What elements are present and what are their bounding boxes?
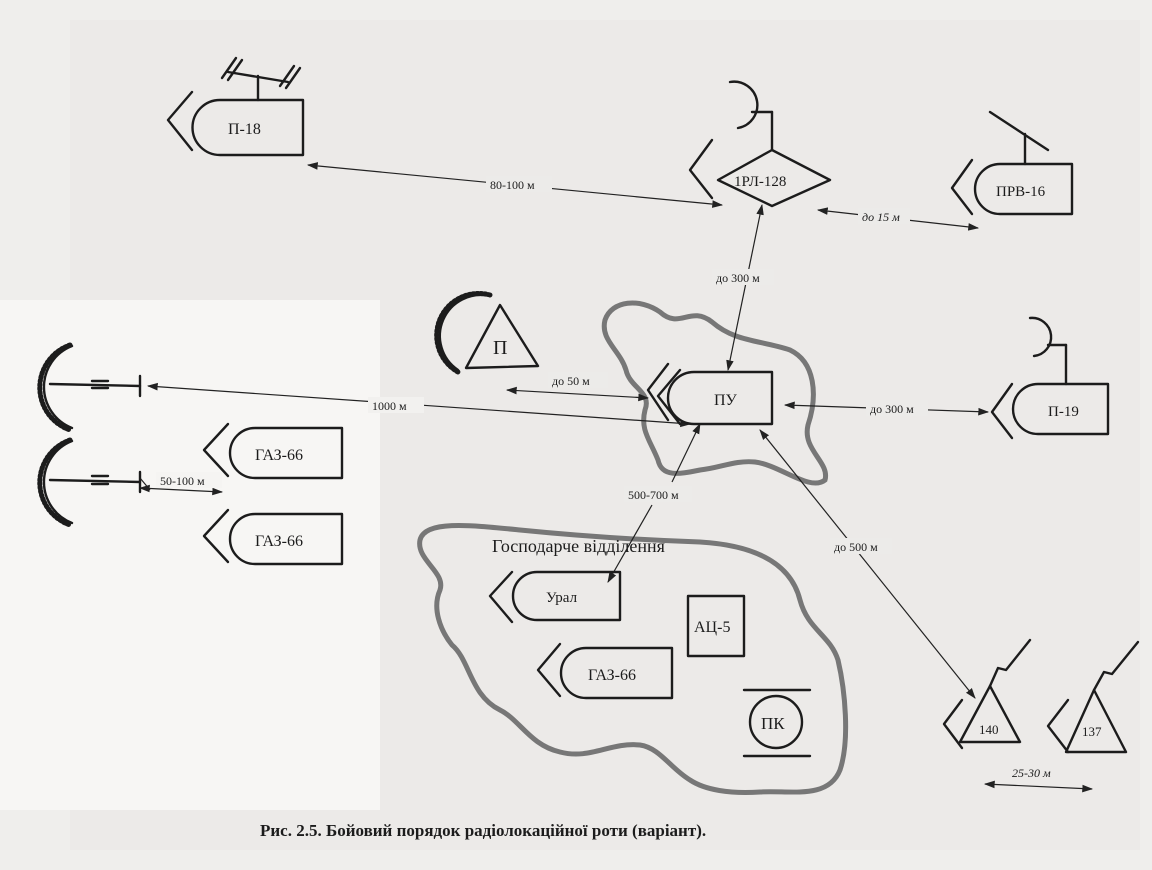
p-post-unit	[434, 290, 540, 375]
arrow-radio-radio	[983, 780, 1094, 793]
prv16-vehicle-body	[973, 162, 1074, 216]
rl128-radar-unit	[688, 80, 832, 208]
distance-rl128-prv16: до 15 м	[862, 210, 900, 224]
prv16-radar-unit	[950, 110, 1074, 216]
household-area-label: Господарче відділення	[492, 536, 665, 556]
distance-pu-p19: до 300 м	[870, 402, 914, 416]
distance-rl128-pu: до 300 м	[716, 271, 760, 285]
radio-140-antenna-icon	[988, 638, 1032, 688]
gaz66-b-vehicle-body	[228, 512, 344, 566]
pk-circle-icon	[748, 694, 804, 750]
ural-direction-chevron	[488, 570, 514, 624]
distance-pu-radio: до 500 м	[834, 540, 878, 554]
prv16-antenna-icon	[988, 110, 1050, 152]
gaz66-b-label: ГАЗ-66	[255, 533, 303, 550]
arrow-pu-base	[671, 423, 701, 483]
radio-137-direction-chevron	[1046, 698, 1070, 754]
arrow-pu-radio	[759, 429, 976, 699]
pk-unit	[742, 688, 812, 758]
gaz66-a-unit	[202, 422, 344, 480]
p18-antenna-yagi-icon	[226, 70, 290, 84]
gaz66-a-label: ГАЗ-66	[255, 447, 303, 464]
rl128-dish-icon	[728, 80, 759, 130]
ural-label: Урал	[546, 590, 578, 606]
left-position-lower	[37, 437, 142, 528]
gaz66-b-direction-chevron	[202, 508, 230, 564]
distance-p18-rl128: 80-100 м	[490, 178, 535, 192]
gaz66-b-unit	[202, 508, 344, 566]
household-area-outline	[417, 523, 849, 795]
gaz66-c-unit	[536, 642, 674, 700]
p-post-triangle	[464, 303, 540, 370]
gaz66-a-vehicle-body	[228, 426, 344, 480]
p18-label: П-18	[228, 121, 261, 138]
p19-vehicle-body	[1011, 382, 1110, 436]
radio-137-unit	[1046, 640, 1140, 754]
distance-radio-radio: 25-30 м	[1012, 766, 1051, 780]
gaz66-c-vehicle-body	[559, 646, 674, 700]
distance-pu-ural: 500-700 м	[628, 488, 679, 502]
p19-dish-icon	[1028, 316, 1053, 358]
radio-137-antenna-icon	[1092, 640, 1140, 692]
ats5-tanker-box	[686, 594, 746, 658]
gaz66-c-label: ГАЗ-66	[588, 667, 636, 684]
arrow-pu-ural	[607, 504, 653, 583]
radio-140-label: 140	[979, 722, 999, 737]
distance-p-pu: до 50 м	[552, 374, 590, 388]
radio-140-triangle	[958, 684, 1022, 744]
prv16-direction-chevron	[950, 158, 974, 216]
p18-vehicle-body	[191, 98, 305, 157]
left-position-lower-arc-icon	[37, 437, 73, 528]
rl128-diamond-body	[716, 148, 832, 208]
radio-140-unit	[942, 638, 1032, 750]
distance-gaz-gaz: 50-100 м	[160, 474, 205, 488]
p19-radar-unit	[990, 316, 1110, 440]
prv16-label: ПРВ-16	[996, 184, 1046, 200]
pu-direction-chevron	[646, 362, 670, 422]
p18-radar-unit	[166, 56, 305, 157]
gaz66-a-direction-chevron	[202, 422, 230, 478]
p-post-arc	[434, 290, 493, 375]
arrow-rl128-pu	[726, 203, 764, 372]
radio-137-label: 137	[1082, 724, 1102, 739]
left-position-upper	[37, 342, 142, 433]
pu-command-unit	[646, 362, 774, 426]
p-post-label: П	[493, 337, 507, 359]
distance-left-pu: 1000 м	[372, 399, 407, 413]
gaz66-c-direction-chevron	[536, 642, 562, 698]
left-position-upper-arc-icon	[37, 342, 73, 433]
radio-140-direction-chevron	[942, 698, 964, 750]
radio-137-triangle	[1064, 688, 1128, 754]
pu-vehicle-body	[666, 370, 774, 426]
rl128-label: 1РЛ-128	[734, 174, 786, 190]
p18-direction-chevron	[166, 90, 194, 152]
p19-direction-chevron	[990, 382, 1014, 440]
ural-unit	[488, 570, 622, 624]
p19-label: П-19	[1048, 404, 1079, 420]
ural-vehicle-body	[511, 570, 622, 622]
pu-label: ПУ	[714, 392, 738, 409]
ats5-label: АЦ-5	[694, 619, 730, 636]
figure-caption: Рис. 2.5. Бойовий порядок радіолокаційно…	[260, 821, 706, 840]
rl128-direction-chevron	[688, 138, 714, 200]
pk-label: ПК	[761, 714, 785, 733]
arrow-gaz-gaz-h	[138, 484, 224, 496]
